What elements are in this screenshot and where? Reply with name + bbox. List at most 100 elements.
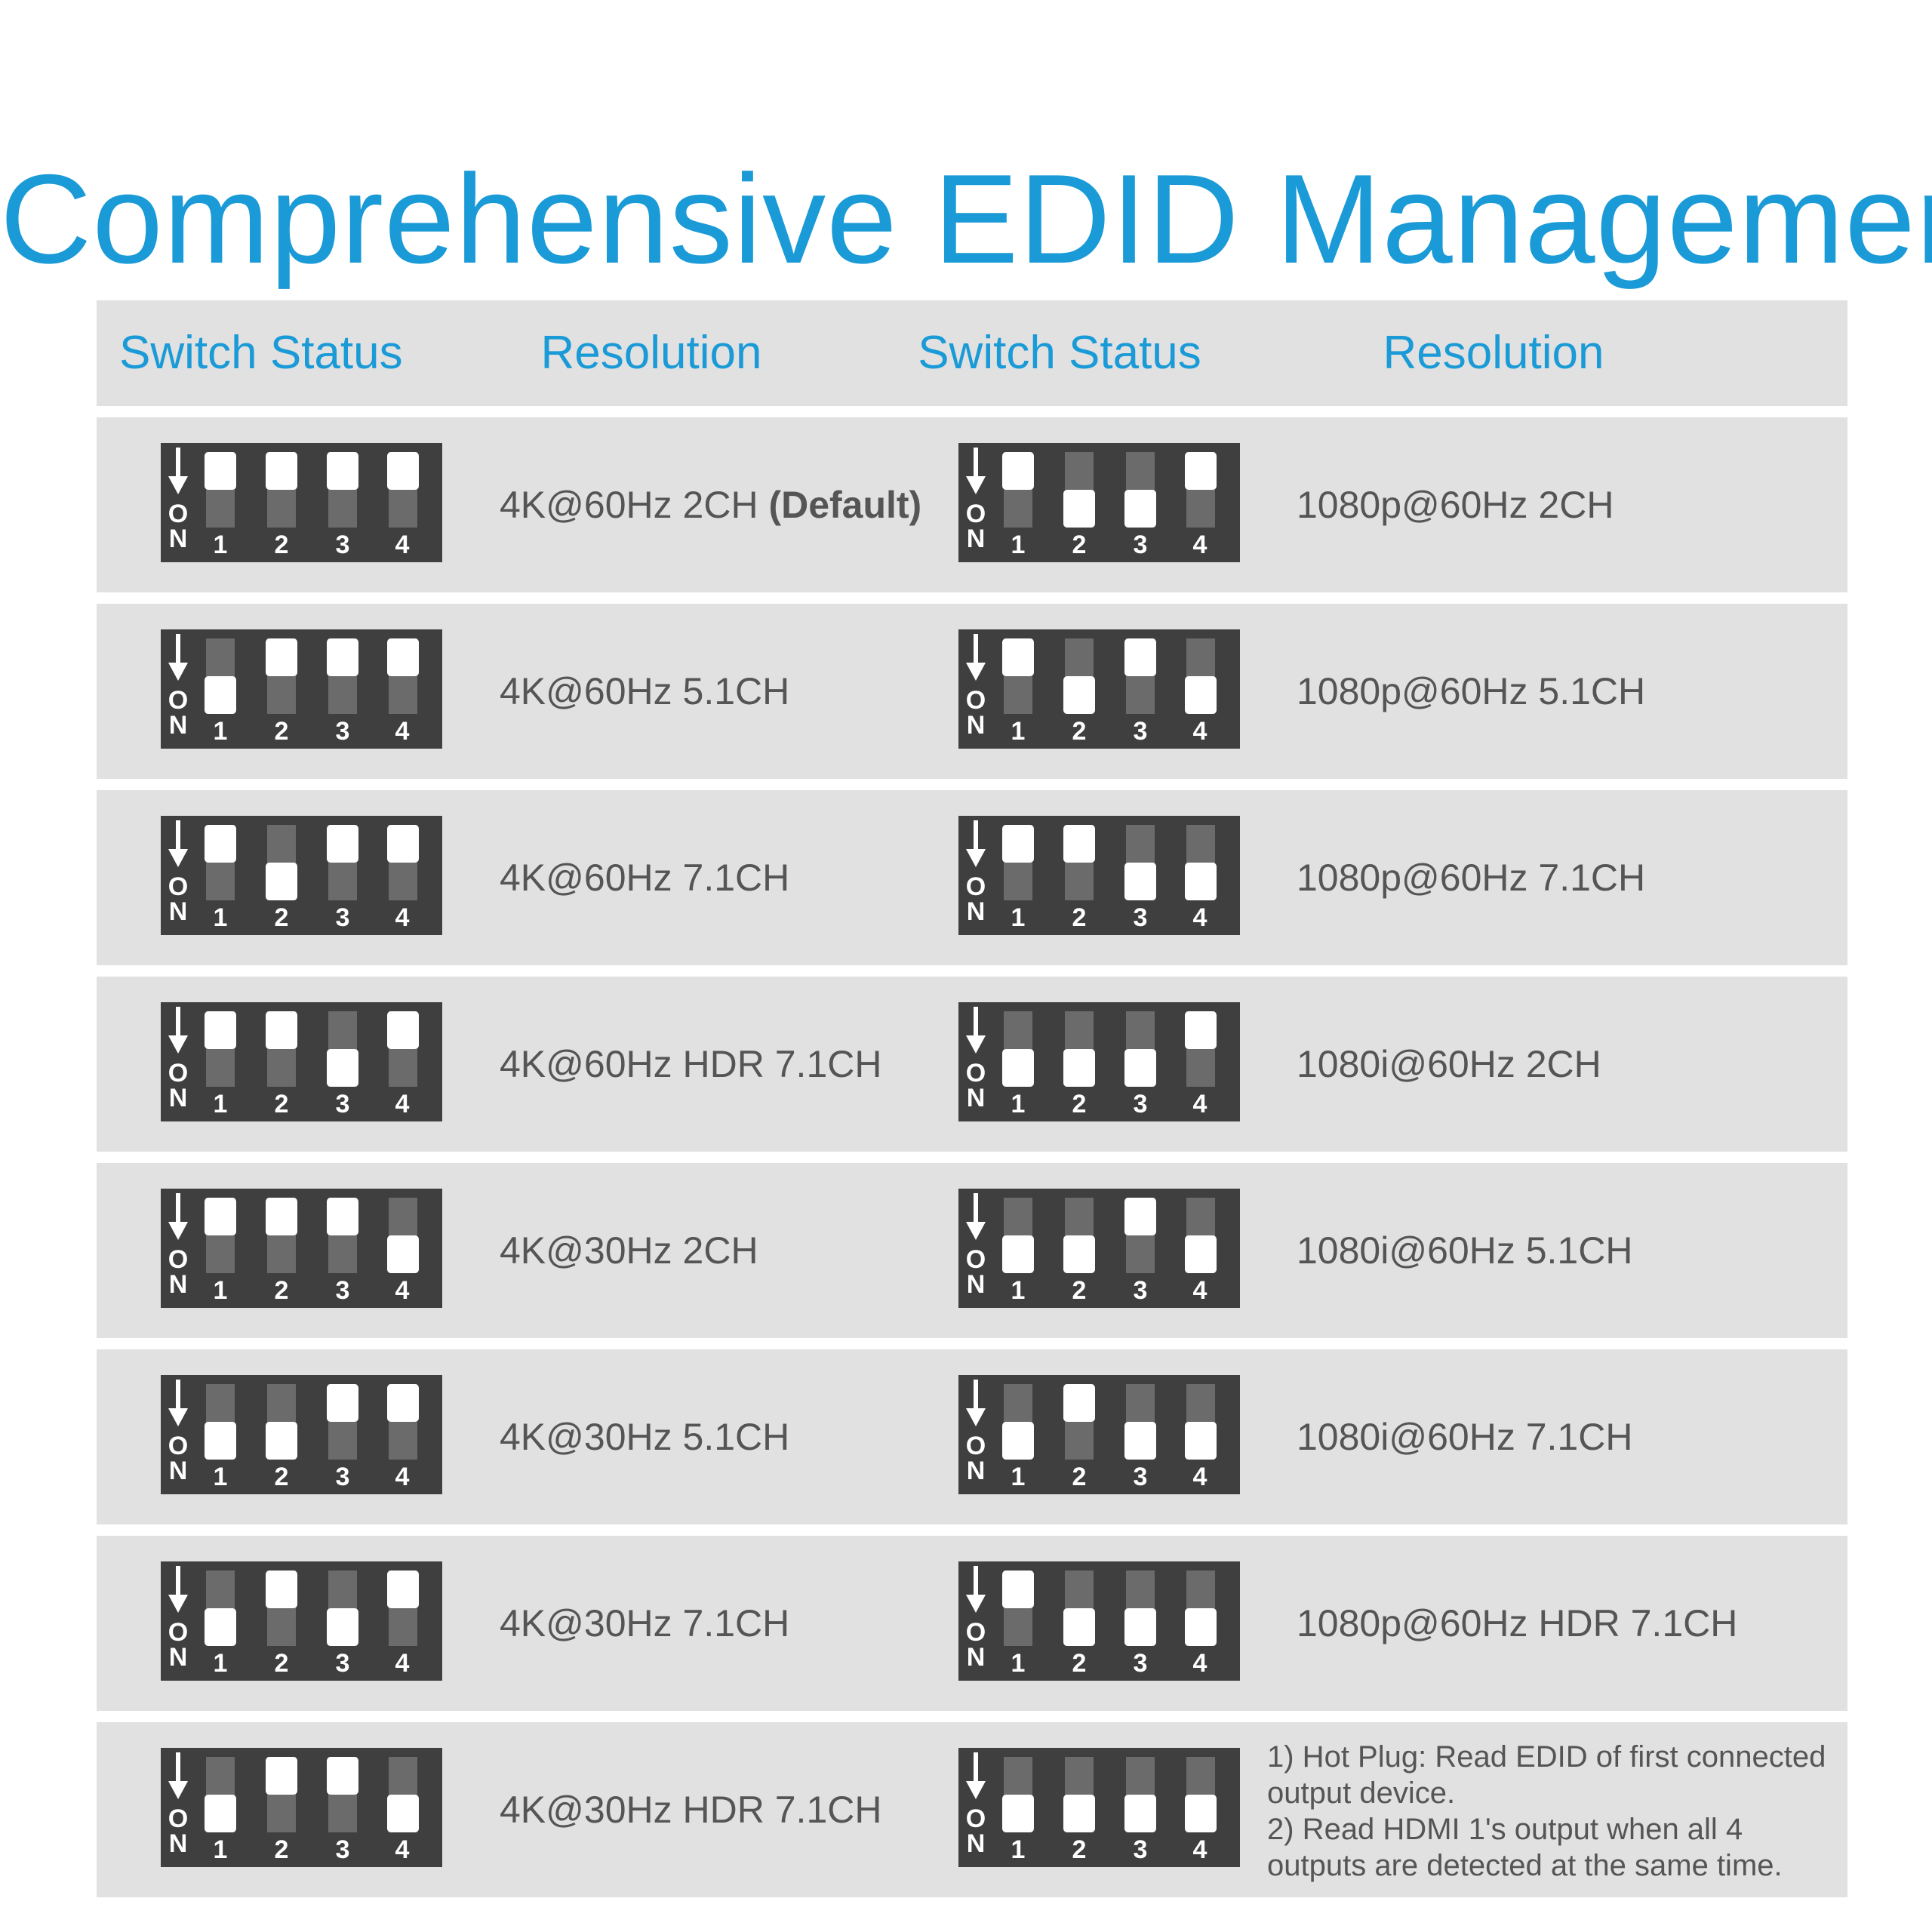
resolution-right: 1080p@60Hz 2CH (1297, 484, 1614, 526)
on-label-letter: N (168, 1457, 188, 1485)
switch-track-2 (1063, 638, 1095, 714)
switch-track-2 (1063, 1198, 1095, 1273)
header-resolution-left: Resolution (540, 327, 762, 379)
switch-track-1 (1002, 1011, 1034, 1087)
on-label-letter: N (168, 1643, 188, 1672)
switch-track-3 (327, 638, 358, 714)
on-label-letter: N (966, 1643, 986, 1672)
on-label-letter: N (966, 897, 986, 926)
down-arrow-icon (168, 448, 188, 494)
down-arrow-icon (966, 634, 986, 681)
switch-track-1 (1002, 452, 1034, 528)
switch-track-1 (205, 1757, 236, 1832)
switch-knob-2 (266, 1571, 297, 1608)
down-arrow-icon (966, 1380, 986, 1426)
switch-track-2 (266, 1757, 297, 1832)
switch-knob-4 (1185, 1235, 1217, 1273)
switch-knob-2 (1063, 676, 1095, 714)
page-title: Comprehensive EDID Management (0, 148, 1932, 290)
switch-knob-2 (266, 863, 297, 900)
switch-knob-2 (266, 1757, 297, 1795)
switch-number: 2 (274, 903, 289, 932)
switch-track-3 (1124, 1571, 1156, 1646)
switch-track-1 (205, 1011, 236, 1087)
on-label-letter: N (168, 525, 188, 553)
switch-number: 1 (1011, 531, 1026, 559)
switch-number: 4 (395, 531, 410, 559)
resolution-left: 4K@60Hz 7.1CH (500, 790, 789, 965)
switch-knob-3 (1124, 1795, 1156, 1832)
switch-number: 3 (1133, 1090, 1148, 1118)
switch-track-2 (266, 1198, 297, 1273)
switch-track-1 (205, 1571, 236, 1646)
switch-number: 4 (1192, 531, 1208, 559)
resolution-text: 4K@30Hz 2CH (500, 1229, 758, 1272)
down-arrow-icon (168, 1752, 188, 1799)
switch-track-4 (387, 1571, 419, 1646)
switch-track-3 (327, 1198, 358, 1273)
switch-knob-2 (1063, 1235, 1095, 1273)
switch-number: 1 (1011, 1463, 1026, 1491)
resolution-text: 4K@60Hz 2CH (500, 484, 769, 526)
on-label-letter: N (966, 1457, 986, 1485)
switch-knob-1 (1002, 452, 1034, 490)
switch-track-2 (1063, 1384, 1095, 1460)
on-label-letter: O (965, 1245, 986, 1274)
switch-track-2 (1063, 825, 1095, 900)
on-label-letter: O (168, 872, 189, 901)
switch-number: 4 (395, 1463, 410, 1491)
switch-number: 1 (213, 903, 228, 932)
switch-track-1 (205, 452, 236, 528)
switch-number: 4 (1192, 1463, 1208, 1491)
switch-number: 1 (213, 1276, 228, 1305)
resolution-left: 4K@30Hz 2CH (500, 1163, 758, 1338)
switch-track-1 (1002, 825, 1034, 900)
switch-number: 3 (335, 1276, 350, 1305)
switch-track-2 (266, 638, 297, 714)
switch-track-2 (266, 1571, 297, 1646)
header-switch-status-left: Switch Status (119, 327, 403, 379)
switch-track-3 (1124, 1384, 1156, 1460)
switch-track-4 (387, 1011, 419, 1087)
switch-number: 4 (395, 903, 410, 932)
resolution-left: 4K@60Hz 5.1CH (500, 604, 789, 779)
switch-track-3 (1124, 452, 1156, 528)
switch-track-1 (1002, 1384, 1034, 1460)
default-label: (Default) (768, 484, 922, 526)
switch-number: 3 (335, 1090, 350, 1118)
switch-knob-2 (266, 452, 297, 490)
switch-knob-4 (1185, 1011, 1217, 1049)
switch-number: 1 (1011, 717, 1026, 746)
switch-knob-4 (1185, 863, 1217, 900)
switch-track-3 (1124, 1011, 1156, 1087)
switch-number: 2 (274, 1090, 289, 1118)
switch-knob-4 (387, 1011, 419, 1049)
switch-number: 4 (395, 1276, 410, 1305)
switch-knob-4 (387, 452, 419, 490)
switch-number: 2 (274, 1835, 289, 1864)
switch-number: 2 (1072, 1463, 1087, 1491)
switch-knob-4 (1185, 676, 1217, 714)
switch-track-4 (387, 1198, 419, 1273)
switch-number: 1 (213, 1649, 228, 1678)
note-line: 2) Read HDMI 1's output when all 4 (1267, 1813, 1743, 1846)
switch-knob-4 (1185, 452, 1217, 490)
switch-knob-1 (205, 1422, 236, 1460)
switch-number: 1 (213, 717, 228, 746)
switch-track-4 (387, 638, 419, 714)
switch-track-2 (266, 1011, 297, 1087)
switch-knob-3 (1124, 1608, 1156, 1646)
switch-number: 3 (335, 1463, 350, 1491)
